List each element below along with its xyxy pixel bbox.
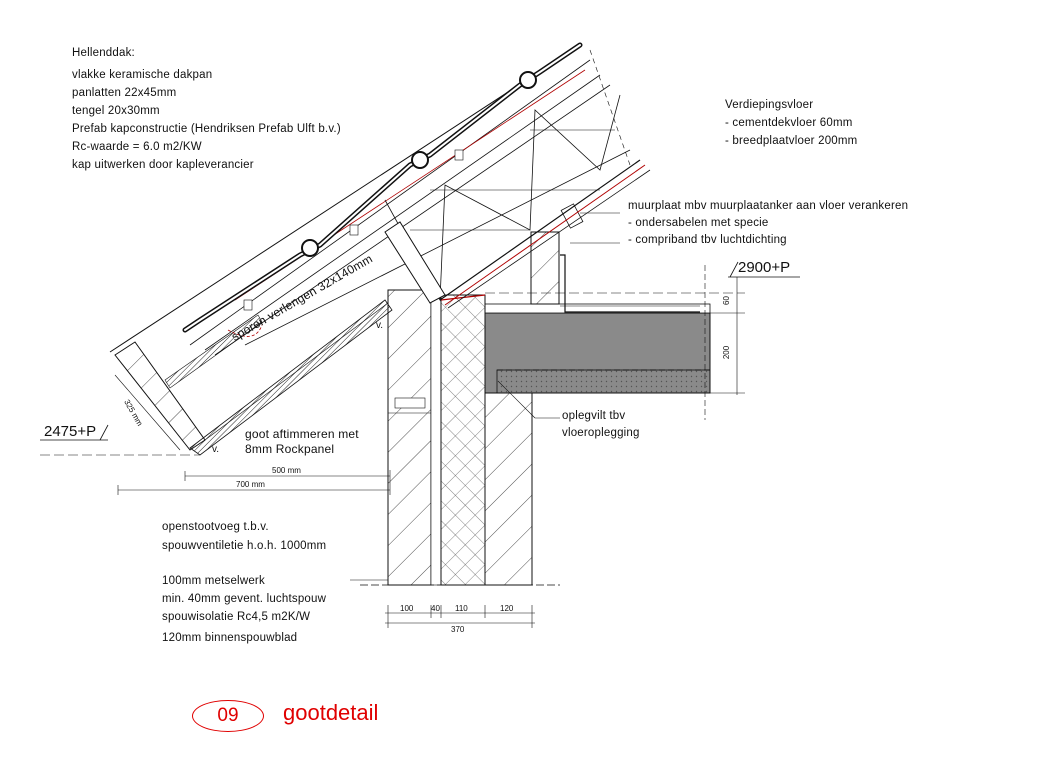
gutter-note-line: 8mm Rockpanel: [245, 442, 335, 456]
dim-200: 200: [722, 345, 732, 360]
wallplate-note-line: muurplaat mbv muurplaatanker aan vloer v…: [628, 200, 909, 212]
roof-note-line: kap uitwerken door kapleverancier: [72, 159, 254, 171]
support-note-line: oplegvilt tbv: [562, 410, 626, 422]
support-note-line: vloeroplegging: [562, 427, 640, 439]
dim-500: 500 mm: [272, 466, 301, 475]
wallplate-note-line: - compriband tbv luchtdichting: [628, 234, 787, 246]
floor-notes: Verdiepingsvloer - cementdekvloer 60mm -…: [725, 96, 857, 150]
roof-note-line: panlatten 22x45mm: [72, 87, 177, 99]
level-floor-label: 2900+P: [738, 259, 791, 276]
floor-notes-heading: Verdiepingsvloer: [725, 99, 814, 111]
cavity-wall: [360, 289, 560, 586]
detail-title: gootdetail: [283, 700, 379, 725]
floor-note-line: - breedplaatvloer 200mm: [725, 135, 858, 147]
wallplate-note-line: - ondersabelen met specie: [628, 217, 769, 229]
dim-700: 700 mm: [236, 480, 265, 489]
roof-note-line: Rc-waarde = 6.0 m2/KW: [72, 141, 202, 153]
cavity-notes-1: openstootvoeg t.b.v. spouwventiletie h.o…: [162, 518, 326, 556]
cavity-note-line: spouwventiletie h.o.h. 1000mm: [162, 540, 327, 552]
dim-60: 60: [721, 296, 731, 305]
floor-slab: [484, 303, 711, 394]
roof-note-line: Prefab kapconstructie (Hendriksen Prefab…: [72, 123, 341, 135]
roof-note-line: tengel 20x30mm: [72, 105, 160, 117]
roof-notes: Hellenddak: vlakke keramische dakpan pan…: [72, 44, 341, 174]
dimension-lines: [40, 212, 800, 628]
cavity-note-line: min. 40mm gevent. luchtspouw: [162, 593, 327, 605]
roof-note-line: vlakke keramische dakpan: [72, 69, 213, 81]
detail-number: 09: [192, 700, 264, 732]
dim-wall-100: 100: [400, 604, 414, 613]
roof-structure: [109, 42, 651, 456]
cavity-note-line: 120mm binnenspouwblad: [162, 632, 298, 644]
roof-notes-heading: Hellenddak:: [72, 47, 135, 59]
wallplate-notes: muurplaat mbv muurplaatanker aan vloer v…: [628, 198, 908, 249]
cavity-note-line: spouwisolatie Rc4,5 m2K/W: [162, 611, 311, 623]
floor-note-line: - cementdekvloer 60mm: [725, 117, 853, 129]
cavity-notes-2: 100mm metselwerk min. 40mm gevent. lucht…: [162, 572, 326, 647]
cavity-note-line: 100mm metselwerk: [162, 575, 265, 587]
v-mark: v.: [376, 320, 384, 331]
gutter-note-line: goot aftimmeren met: [245, 427, 359, 441]
cavity-note-line: openstootvoeg t.b.v.: [162, 521, 269, 533]
support-notes: oplegvilt tbv vloeroplegging: [562, 408, 640, 442]
dim-wall-40: 40: [431, 604, 440, 613]
dim-wall-120: 120: [500, 604, 514, 613]
wall-plate: [530, 203, 700, 313]
gutter-notes: goot aftimmeren met 8mm Rockpanel: [245, 427, 359, 457]
dim-wall-total: 370: [451, 625, 465, 634]
dim-wall-110: 110: [455, 604, 468, 613]
level-gutter-label: 2475+P: [44, 423, 97, 440]
v-mark: v.: [212, 444, 220, 455]
